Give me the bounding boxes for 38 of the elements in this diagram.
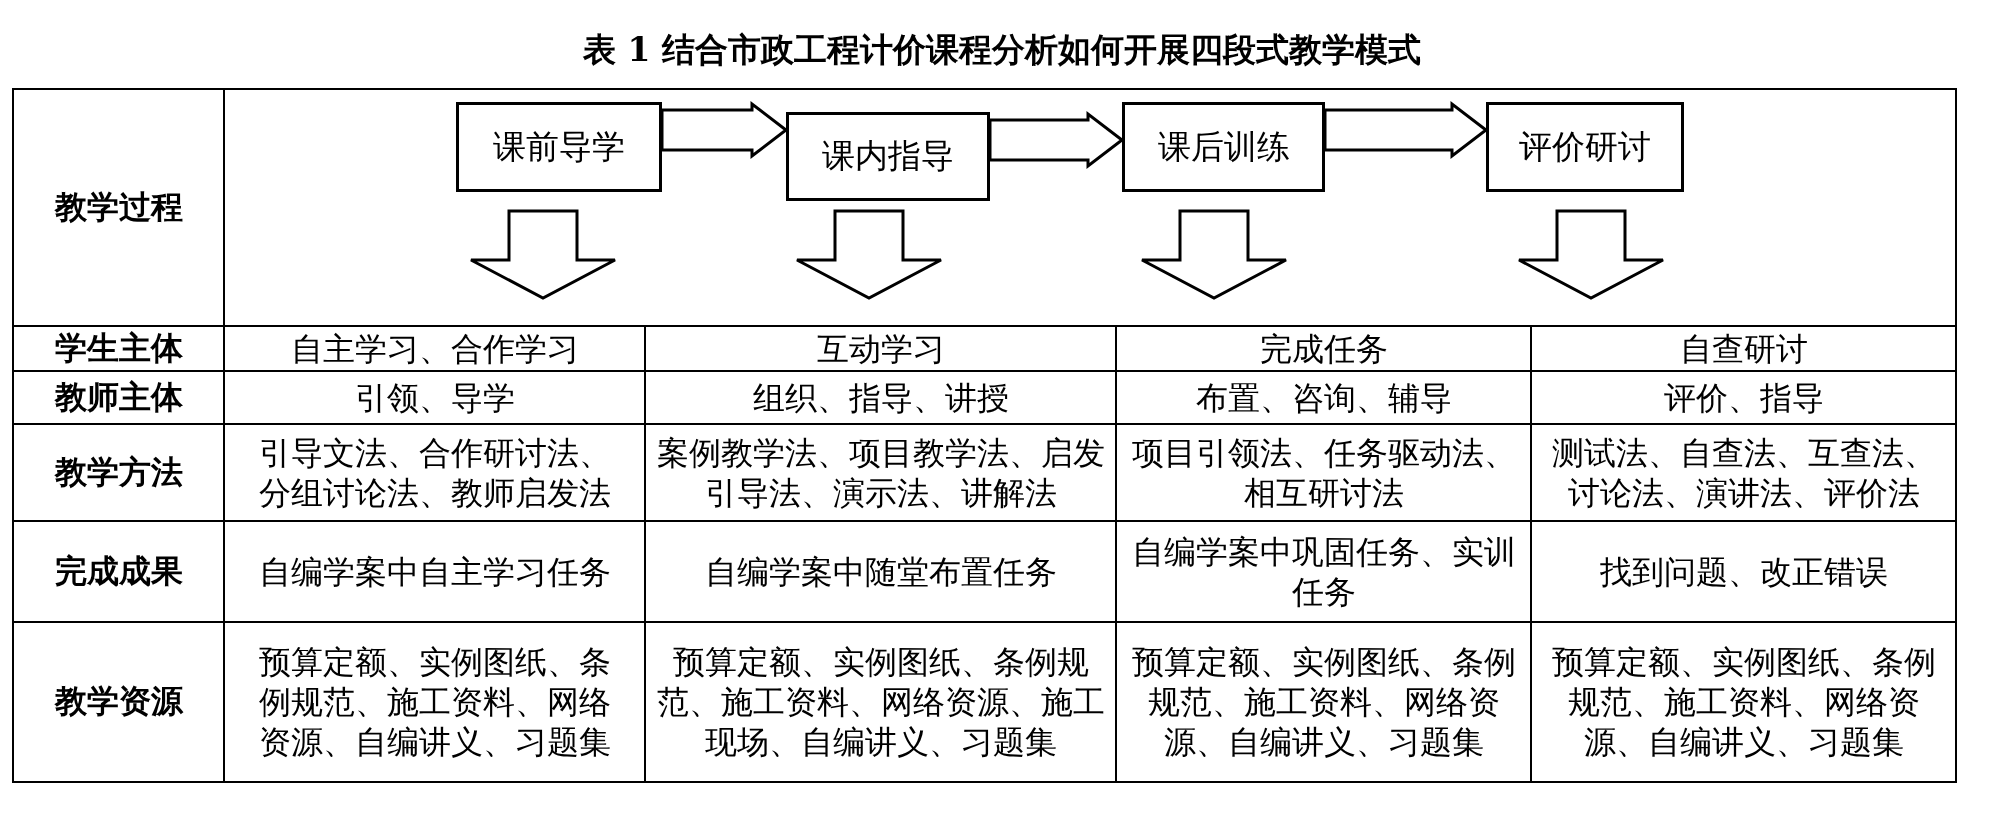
down-arrow [469, 209, 617, 300]
row-header: 教学资源 [54, 681, 183, 722]
down-arrow [1140, 209, 1288, 300]
block-arrow [988, 110, 1125, 170]
row-header: 完成成果 [54, 550, 183, 592]
row-header: 教学过程 [54, 186, 183, 228]
stage-box: 课后训练 [1122, 102, 1325, 192]
stage-box: 课内指导 [786, 112, 990, 201]
table-text: 预算定额、实例图纸、条例规范、施工资料、网络资源、施工现场、自编讲义、习题集 [655, 642, 1106, 762]
block-arrow [660, 100, 789, 160]
table-text: 互动学习 [816, 328, 945, 369]
table-text: 评价、指导 [1663, 377, 1824, 418]
table-text: 预算定额、实例图纸、条例规范、施工资料、网络资源、自编讲义、习题集 [1550, 642, 1937, 762]
table-text: 自主学习、合作学习 [290, 328, 579, 369]
table-text: 自编学案中巩固任务、实训任务 [1130, 531, 1517, 612]
table-title: 表 1 结合市政工程计价课程分析如何开展四段式教学模式 [582, 29, 1422, 71]
table-text: 自编学案中随堂布置任务 [704, 551, 1057, 592]
table-text: 案例教学法、项目教学法、启发引导法、演示法、讲解法 [655, 432, 1106, 513]
table-text: 引导文法、合作研讨法、分组讨论法、教师启发法 [257, 432, 612, 513]
stage-box: 评价研讨 [1486, 102, 1684, 192]
table-text: 项目引领法、任务驱动法、相互研讨法 [1130, 432, 1517, 513]
table-text: 组织、指导、讲授 [752, 377, 1009, 418]
down-arrow [795, 209, 943, 300]
table-text: 布置、咨询、辅导 [1195, 377, 1452, 418]
table-text: 自查研讨 [1679, 328, 1808, 369]
table-text: 引领、导学 [354, 377, 515, 418]
table-text: 测试法、自查法、互查法、讨论法、演讲法、评价法 [1550, 432, 1937, 513]
row-header: 教学方法 [54, 451, 183, 493]
stage-box: 课前导学 [456, 102, 662, 192]
block-arrow [1323, 100, 1489, 160]
table-text: 预算定额、实例图纸、条例规范、施工资料、网络资源、自编讲义、习题集 [257, 642, 612, 762]
table-text: 完成任务 [1259, 328, 1388, 369]
table-text: 预算定额、实例图纸、条例规范、施工资料、网络资源、自编讲义、习题集 [1130, 642, 1517, 762]
row-header: 教师主体 [54, 376, 183, 418]
table-text: 自编学案中自主学习任务 [258, 551, 611, 592]
down-arrow [1517, 209, 1665, 300]
table-text: 找到问题、改正错误 [1599, 551, 1888, 592]
row-header: 学生主体 [54, 327, 183, 369]
